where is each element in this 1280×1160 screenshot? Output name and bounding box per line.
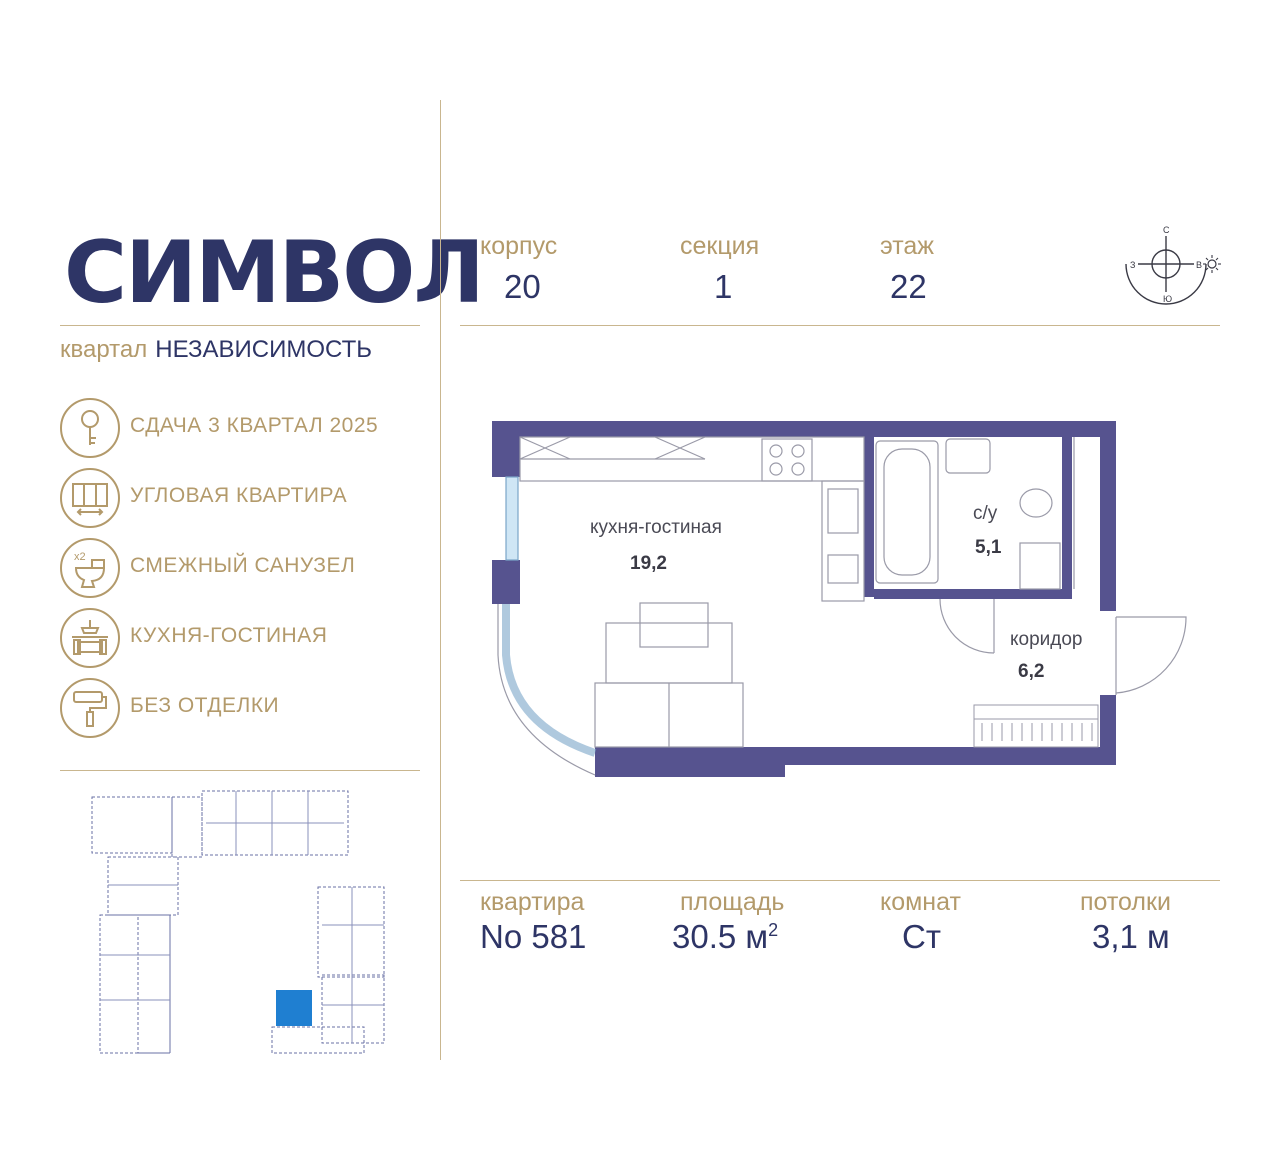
rooms-label: комнат (880, 888, 961, 916)
feature-label: БЕЗ ОТДЕЛКИ (130, 694, 280, 717)
room-name-corridor: коридор (1010, 629, 1083, 650)
doors (939, 598, 1187, 695)
feature-finish: БЕЗ ОТДЕЛКИ (60, 678, 430, 738)
toilet-x2-icon: x2 (60, 538, 120, 598)
ceiling-label: потолки (1080, 888, 1171, 916)
feature-label: КУХНЯ-ГОСТИНАЯ (130, 624, 328, 647)
compass-west: З (1130, 260, 1135, 270)
district-label: квартал (60, 336, 148, 363)
compass-icon: С З В Ю (1125, 225, 1221, 305)
section-label: секция (680, 232, 760, 260)
walls (492, 421, 1116, 777)
brand-logo: СИМВОЛ (64, 223, 485, 323)
apartment-value: No 581 (480, 918, 587, 955)
paint-roller-icon (60, 678, 120, 738)
feature-label: СМЕЖНЫЙ САНУЗЕЛ (130, 554, 356, 577)
rooms-value: Ст (902, 918, 941, 955)
bathroom-fixtures (875, 437, 1075, 590)
apartment-highlight (276, 990, 312, 1026)
feature-label: УГЛОВАЯ КВАРТИРА (130, 484, 348, 507)
floor-plan: кухня-гостиная 19,2 с/у 5,1 коридор 6,2 (492, 421, 1187, 777)
compass-south: Ю (1163, 294, 1172, 304)
divider (60, 770, 420, 771)
compass-east: В (1196, 260, 1202, 270)
feature-delivery: СДАЧА 3 КВАРТАЛ 2025 (60, 398, 430, 458)
x2-text: x2 (74, 551, 86, 563)
kitchen-living-icon (60, 608, 120, 668)
room-area-corridor: 6,2 (1018, 661, 1044, 682)
district: квартал НЕЗАВИСИМОСТЬ (60, 336, 372, 364)
room-name-kitchen-living: кухня-гостиная (590, 517, 722, 538)
site-plan-thumbnail (91, 790, 385, 1054)
compass-north: С (1163, 225, 1170, 235)
floor-value: 22 (890, 268, 927, 305)
room-area-kitchen-living: 19,2 (630, 553, 667, 574)
feature-corner: УГЛОВАЯ КВАРТИРА (60, 468, 430, 528)
building-value: 20 (504, 268, 541, 305)
building-label: корпус (480, 232, 558, 260)
room-name-bathroom: с/у (973, 503, 998, 524)
wardrobe (973, 704, 1099, 748)
column-divider (440, 100, 441, 1060)
ceiling-value: 3,1 м (1092, 918, 1170, 955)
district-name: НЕЗАВИСИМОСТЬ (155, 336, 372, 363)
feature-bathroom: x2 СМЕЖНЫЙ САНУЗЕЛ (60, 538, 430, 598)
floor-label: этаж (880, 232, 935, 260)
divider (460, 325, 1220, 326)
feature-kitchen: КУХНЯ-ГОСТИНАЯ (60, 608, 430, 668)
corner-window-icon (60, 468, 120, 528)
section-value: 1 (714, 268, 733, 305)
area-value: 30.5 м (672, 918, 769, 955)
apartment-label: квартира (480, 888, 585, 916)
area-label: площадь (680, 888, 785, 916)
area-value-wrap: 30.5 м2 (672, 918, 778, 956)
area-unit-superscript: 2 (768, 920, 779, 940)
sun-icon (1203, 255, 1221, 273)
kitchen-furniture (519, 436, 865, 748)
room-area-bathroom: 5,1 (975, 537, 1002, 558)
divider (60, 325, 420, 326)
key-icon (60, 398, 120, 458)
feature-label: СДАЧА 3 КВАРТАЛ 2025 (130, 414, 379, 437)
divider (460, 880, 1220, 881)
